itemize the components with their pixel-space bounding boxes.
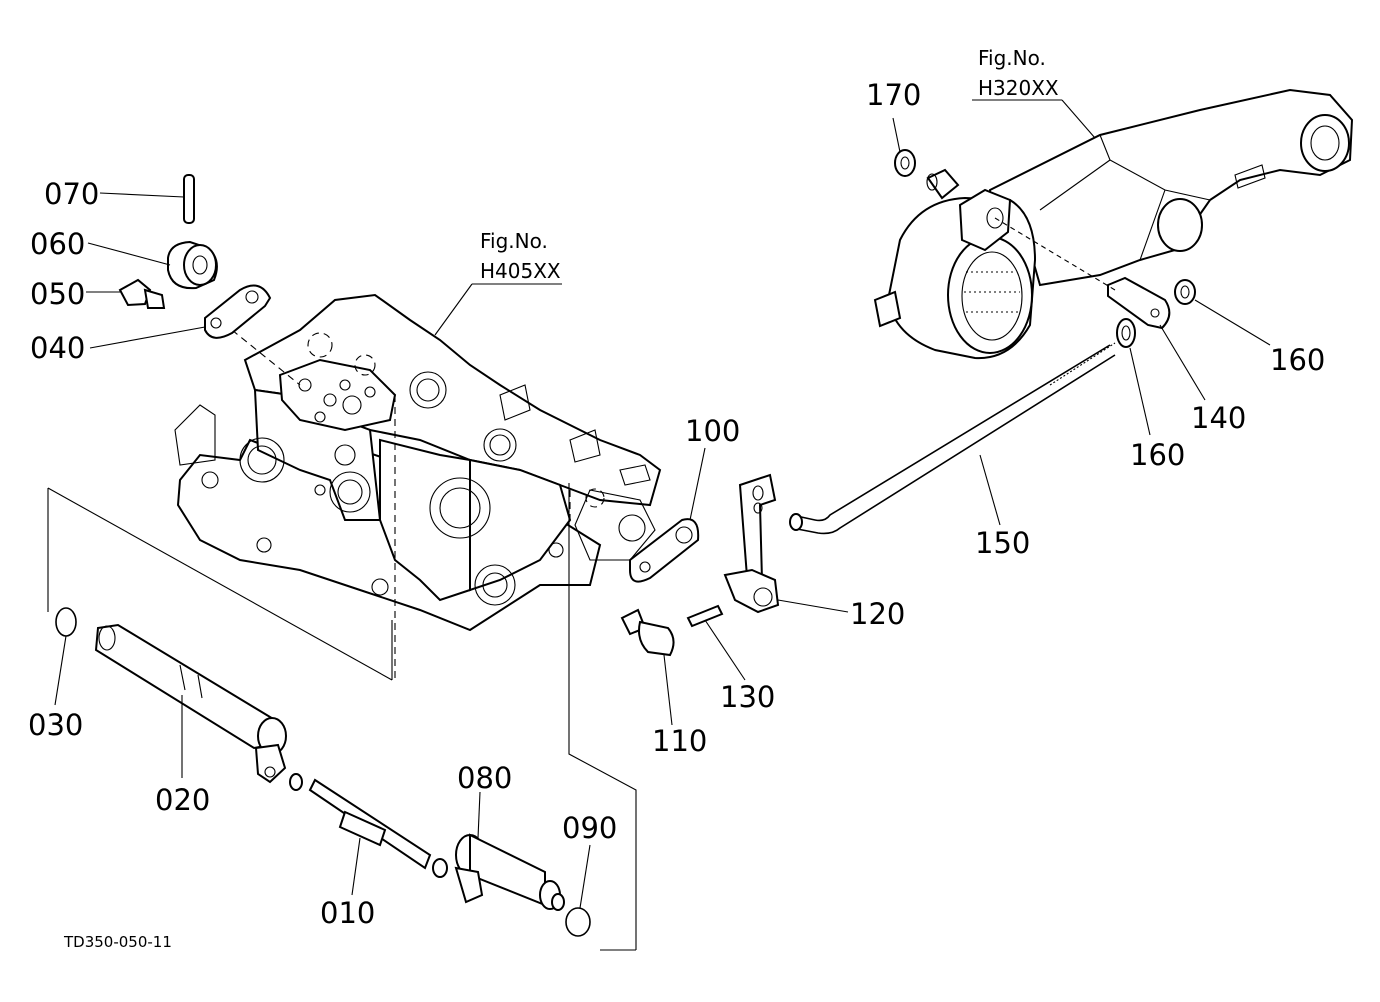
part-160-nut-b bbox=[1174, 279, 1271, 346]
part-040-plate bbox=[89, 284, 272, 349]
part-140-clevis bbox=[1107, 276, 1206, 401]
lift-arm bbox=[873, 88, 1354, 360]
label-100: 100 bbox=[685, 414, 740, 448]
part-150-rod bbox=[789, 342, 1116, 535]
label-150: 150 bbox=[975, 526, 1030, 560]
valve-body bbox=[174, 293, 662, 680]
part-030-oring bbox=[54, 607, 77, 706]
part-130-pin bbox=[686, 604, 746, 681]
label-160-a: 160 bbox=[1130, 438, 1185, 472]
label-110: 110 bbox=[652, 724, 707, 758]
figure-ref-h405: Fig.No. H405XX bbox=[434, 229, 562, 336]
part-050-bolt bbox=[86, 278, 166, 309]
figure-ref-h320: Fig.No. H320XX bbox=[972, 46, 1062, 101]
fig-ref-h405-line2: H405XX bbox=[480, 259, 561, 283]
label-080: 080 bbox=[457, 761, 512, 795]
part-010-spool bbox=[289, 773, 448, 896]
part-labels: 070 060 050 040 030 020 010 080 090 100 … bbox=[28, 78, 1325, 930]
part-070-pin bbox=[99, 174, 195, 224]
part-020-spool bbox=[94, 623, 287, 784]
part-120-lever bbox=[723, 473, 849, 614]
label-030: 030 bbox=[28, 708, 83, 742]
label-020: 020 bbox=[155, 783, 210, 817]
label-160-b: 160 bbox=[1270, 343, 1325, 377]
part-100-plate bbox=[629, 447, 706, 583]
part-170-clip bbox=[892, 117, 960, 200]
label-170: 170 bbox=[866, 78, 921, 112]
label-090: 090 bbox=[562, 811, 617, 845]
fig-ref-h405-line1: Fig.No. bbox=[480, 229, 548, 253]
part-080-sleeve bbox=[454, 791, 565, 911]
drawing-code: TD350-050-11 bbox=[63, 933, 172, 951]
label-040: 040 bbox=[30, 331, 85, 365]
part-060-collar bbox=[87, 240, 218, 290]
label-060: 060 bbox=[30, 227, 85, 261]
part-160-nut-a bbox=[1116, 318, 1151, 436]
part-110-bolt bbox=[620, 608, 675, 726]
label-120: 120 bbox=[850, 597, 905, 631]
fig-ref-h320-line2: H320XX bbox=[978, 76, 1059, 100]
label-070: 070 bbox=[44, 177, 99, 211]
label-050: 050 bbox=[30, 277, 85, 311]
label-130: 130 bbox=[720, 680, 775, 714]
label-140: 140 bbox=[1191, 401, 1246, 435]
part-090-oring bbox=[565, 844, 591, 937]
fig-ref-h320-line1: Fig.No. bbox=[978, 46, 1046, 70]
label-010: 010 bbox=[320, 896, 375, 930]
